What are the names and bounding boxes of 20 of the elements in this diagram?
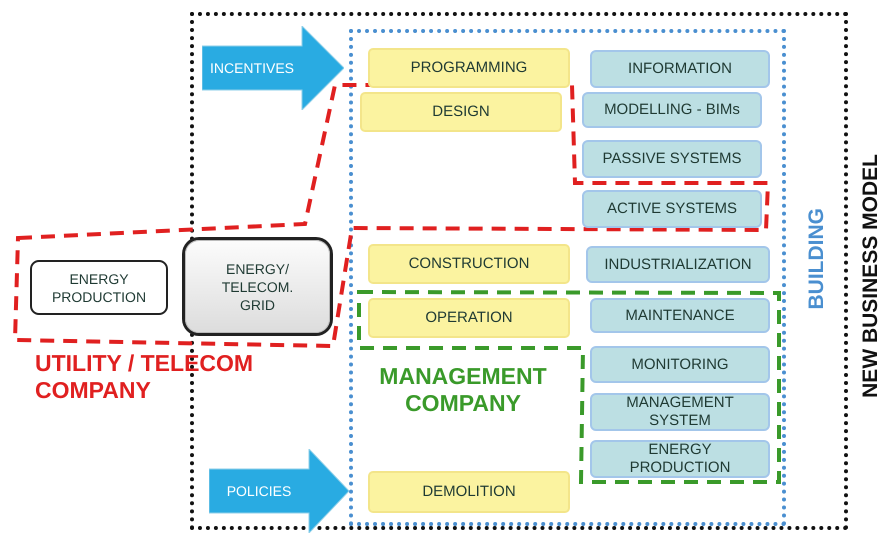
phase-box: OPERATION — [368, 298, 570, 338]
topic-box: MANAGEMENT SYSTEM — [590, 393, 770, 431]
group-heading: UTILITY / TELECOM COMPANY — [35, 350, 254, 404]
phase-box: DEMOLITION — [368, 471, 570, 513]
phase-box: DESIGN — [360, 92, 562, 132]
topic-box: MAINTENANCE — [590, 298, 770, 333]
vertical-heading: NEW BUSINESS MODEL — [859, 154, 880, 398]
phase-box: CONSTRUCTION — [368, 244, 570, 284]
process-box: ENERGY PRODUCTION — [30, 260, 168, 315]
topic-box: MONITORING — [590, 346, 770, 383]
phase-box: PROGRAMMING — [368, 48, 570, 88]
topic-box: ENERGY PRODUCTION — [590, 440, 770, 478]
arrow-label: INCENTIVES — [208, 59, 295, 78]
vertical-heading: BUILDING — [805, 208, 829, 310]
arrow-label: POLICIES — [226, 482, 292, 501]
group-heading: MANAGEMENT COMPANY — [378, 363, 548, 417]
topic-box: INDUSTRIALIZATION — [586, 246, 770, 283]
topic-box: ACTIVE SYSTEMS — [582, 190, 762, 228]
topic-box: INFORMATION — [590, 50, 770, 88]
grid-box: ENERGY/ TELECOM. GRID — [185, 240, 330, 333]
